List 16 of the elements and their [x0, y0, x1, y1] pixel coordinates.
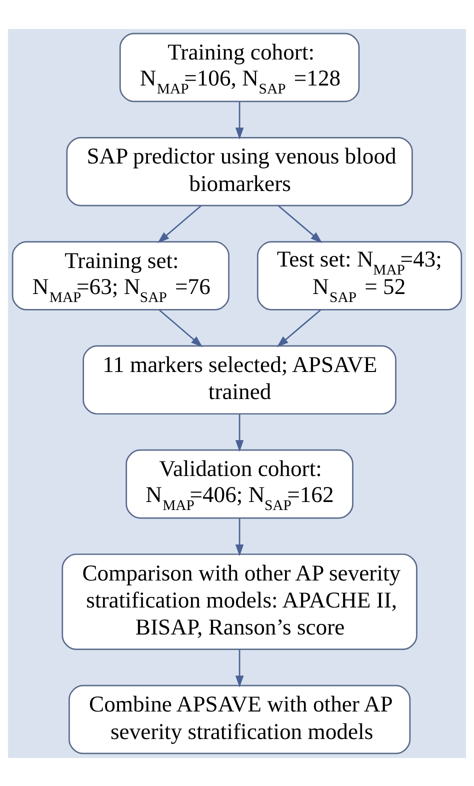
node-box: 11 markers selected; APSAVE trained — [82, 344, 396, 414]
node-box: Comparison with other AP severity stratification models: APACHE II, BISAP, Ranson’s score — [62, 553, 418, 650]
node-box: Test set: N$_{MAP}$=43; N$_{SAP}$ = 52 — [256, 240, 462, 310]
node-box: SAP predictor using venous blood biomarkers — [66, 136, 413, 206]
node-box: Combine APSAVE with other AP severity stratification models — [68, 684, 411, 754]
arrow — [235, 101, 244, 139]
arrow — [235, 518, 244, 556]
arrow — [158, 204, 202, 243]
arrow — [276, 308, 322, 347]
arrow — [235, 414, 244, 452]
arrow — [158, 308, 203, 347]
node-box: Training cohort: N$_{MAP}$=106, N$_{SAP}$ =128 — [119, 32, 360, 102]
node-box: Validation cohort: N$_{MAP}$=406; N$_{SAP}$=162 — [126, 448, 354, 518]
arrow — [278, 204, 322, 243]
node-box: Training set: N$_{MAP}$=63; N$_{SAP}$ =76 — [12, 240, 230, 310]
arrow — [235, 649, 244, 687]
